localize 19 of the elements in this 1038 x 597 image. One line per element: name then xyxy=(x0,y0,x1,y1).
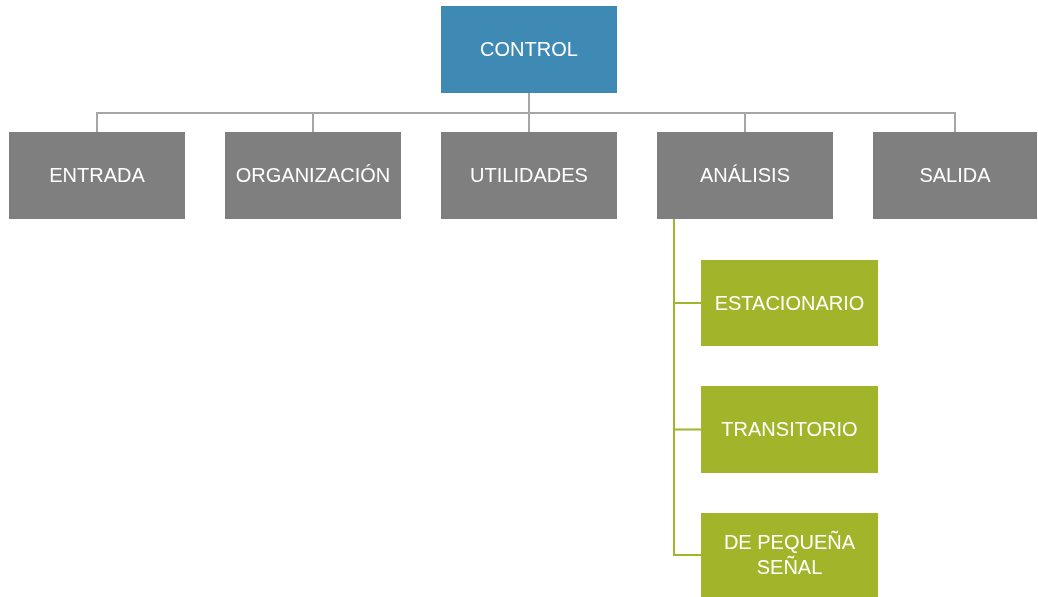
box-label: ESTACIONARIO xyxy=(714,290,865,316)
category-box xyxy=(873,132,1037,219)
category-box xyxy=(657,132,833,219)
category-box xyxy=(9,132,185,219)
root-box xyxy=(441,6,617,93)
category-box xyxy=(441,132,617,219)
sub-box xyxy=(701,513,878,597)
connector-line xyxy=(673,218,702,556)
box-label: TRANSITORIO xyxy=(721,417,858,442)
box-label: ANÁLISIS xyxy=(699,163,790,188)
box-label: ENTRADA xyxy=(49,163,145,188)
box-label: CONTROL xyxy=(480,37,578,62)
box-label: SALIDA xyxy=(919,163,991,188)
box-label: ORGANIZACIÓN xyxy=(235,163,391,188)
box-label: UTILIDADES xyxy=(470,163,588,188)
box-label: DE PEQUEÑA SEÑAL xyxy=(722,530,857,580)
sub-box xyxy=(701,260,878,346)
sub-box xyxy=(701,386,878,473)
category-box xyxy=(225,132,401,219)
